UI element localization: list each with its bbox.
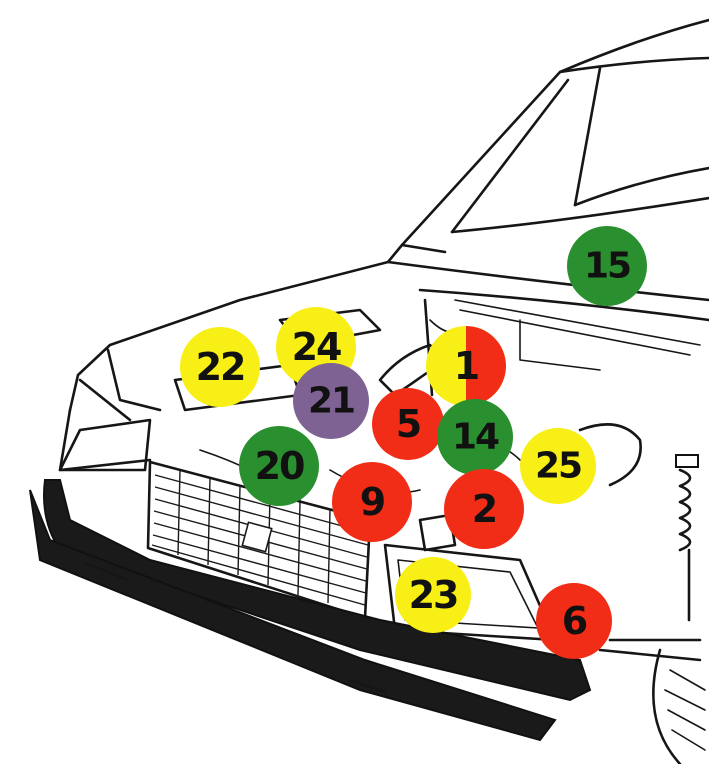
marker-24-label: 24 bbox=[292, 325, 341, 369]
marker-9-label: 9 bbox=[360, 480, 385, 524]
marker-2: 2 bbox=[444, 469, 524, 549]
marker-21-label: 21 bbox=[308, 381, 354, 422]
marker-25-label: 25 bbox=[535, 446, 581, 487]
marker-22: 22 bbox=[180, 327, 260, 407]
marker-15-label: 15 bbox=[584, 246, 630, 287]
marker-5: 5 bbox=[372, 388, 444, 460]
marker-6-label: 6 bbox=[562, 599, 587, 643]
suspension bbox=[600, 455, 705, 764]
marker-6: 6 bbox=[536, 583, 612, 659]
marker-23-label: 23 bbox=[409, 573, 458, 617]
marker-14-label: 14 bbox=[452, 417, 499, 458]
marker-1: 1 bbox=[426, 326, 506, 406]
marker-2-label: 2 bbox=[472, 487, 496, 531]
marker-9: 9 bbox=[332, 462, 412, 542]
marker-21: 21 bbox=[293, 363, 369, 439]
marker-23: 23 bbox=[395, 557, 471, 633]
marker-22-label: 22 bbox=[196, 345, 245, 389]
marker-25: 25 bbox=[520, 428, 596, 504]
marker-5-label: 5 bbox=[396, 402, 420, 446]
marker-20-label: 20 bbox=[255, 444, 304, 488]
marker-14: 14 bbox=[437, 399, 513, 475]
marker-15: 15 bbox=[567, 226, 647, 306]
marker-1-label: 1 bbox=[454, 344, 478, 388]
windshield bbox=[402, 20, 709, 252]
marker-20: 20 bbox=[239, 426, 319, 506]
